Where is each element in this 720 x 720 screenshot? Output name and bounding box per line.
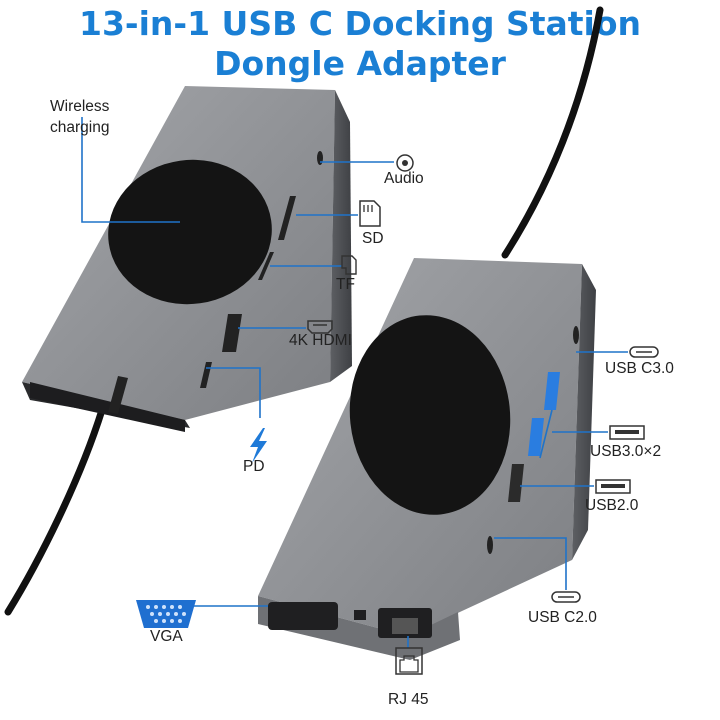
audio-label: Audio	[384, 170, 424, 187]
usb-c30-port	[573, 326, 579, 344]
pd-label: PD	[243, 458, 265, 475]
usb30-port-2	[528, 418, 544, 456]
wireless-leader	[81, 117, 180, 223]
right-wireless-pad	[349, 315, 511, 515]
usb-c30-label: USB C3.0	[605, 360, 674, 377]
usb20-label: USB2.0	[585, 497, 639, 514]
hdmi-port	[222, 314, 242, 352]
lightning-icon	[250, 428, 267, 463]
usb30x2-label: USB3.0×2	[590, 443, 662, 460]
title-line-2: Dongle Adapter	[214, 44, 506, 83]
tf-label: TF	[336, 276, 355, 293]
usb30-leader	[539, 409, 608, 459]
hdmi-icon	[307, 320, 333, 334]
left-hub-grille	[30, 382, 185, 432]
right-cable	[501, 6, 604, 259]
right-hub	[258, 258, 596, 660]
audio-port	[317, 151, 323, 165]
usb-c-icon	[551, 591, 581, 603]
wireless-label-line1: Wireless	[50, 98, 110, 115]
vga-port	[268, 602, 338, 630]
left-hub-side	[330, 90, 352, 382]
usb-c20-label: USB C2.0	[528, 609, 597, 626]
usb-c20-port	[487, 536, 493, 554]
vga-label: VGA	[150, 628, 183, 645]
usb20-port	[508, 464, 524, 502]
usb30-port-1	[544, 372, 560, 410]
usb-c-icon	[629, 346, 659, 358]
usb-a-icon	[609, 425, 645, 440]
sd-slot	[278, 196, 296, 240]
rj45-label: RJ 45	[388, 691, 429, 708]
sd-label: SD	[362, 230, 384, 247]
tf-slot	[258, 252, 274, 280]
title-line-1: 13-in-1 USB C Docking Station	[78, 4, 642, 43]
left-wireless-pad	[108, 159, 272, 305]
tf-card-icon	[341, 255, 357, 275]
usb-a-icon	[595, 479, 631, 494]
left-cable	[4, 406, 106, 616]
audio-jack-icon	[396, 154, 414, 172]
wireless-label-line2: charging	[50, 119, 110, 136]
left-hub	[22, 86, 352, 432]
pd-leader	[206, 367, 261, 418]
usb-c20-leader	[494, 537, 567, 590]
vga-icon	[136, 600, 196, 628]
hdmi-label: 4K HDMI	[289, 332, 352, 349]
ethernet-icon	[395, 647, 423, 675]
sd-card-icon	[359, 200, 381, 227]
